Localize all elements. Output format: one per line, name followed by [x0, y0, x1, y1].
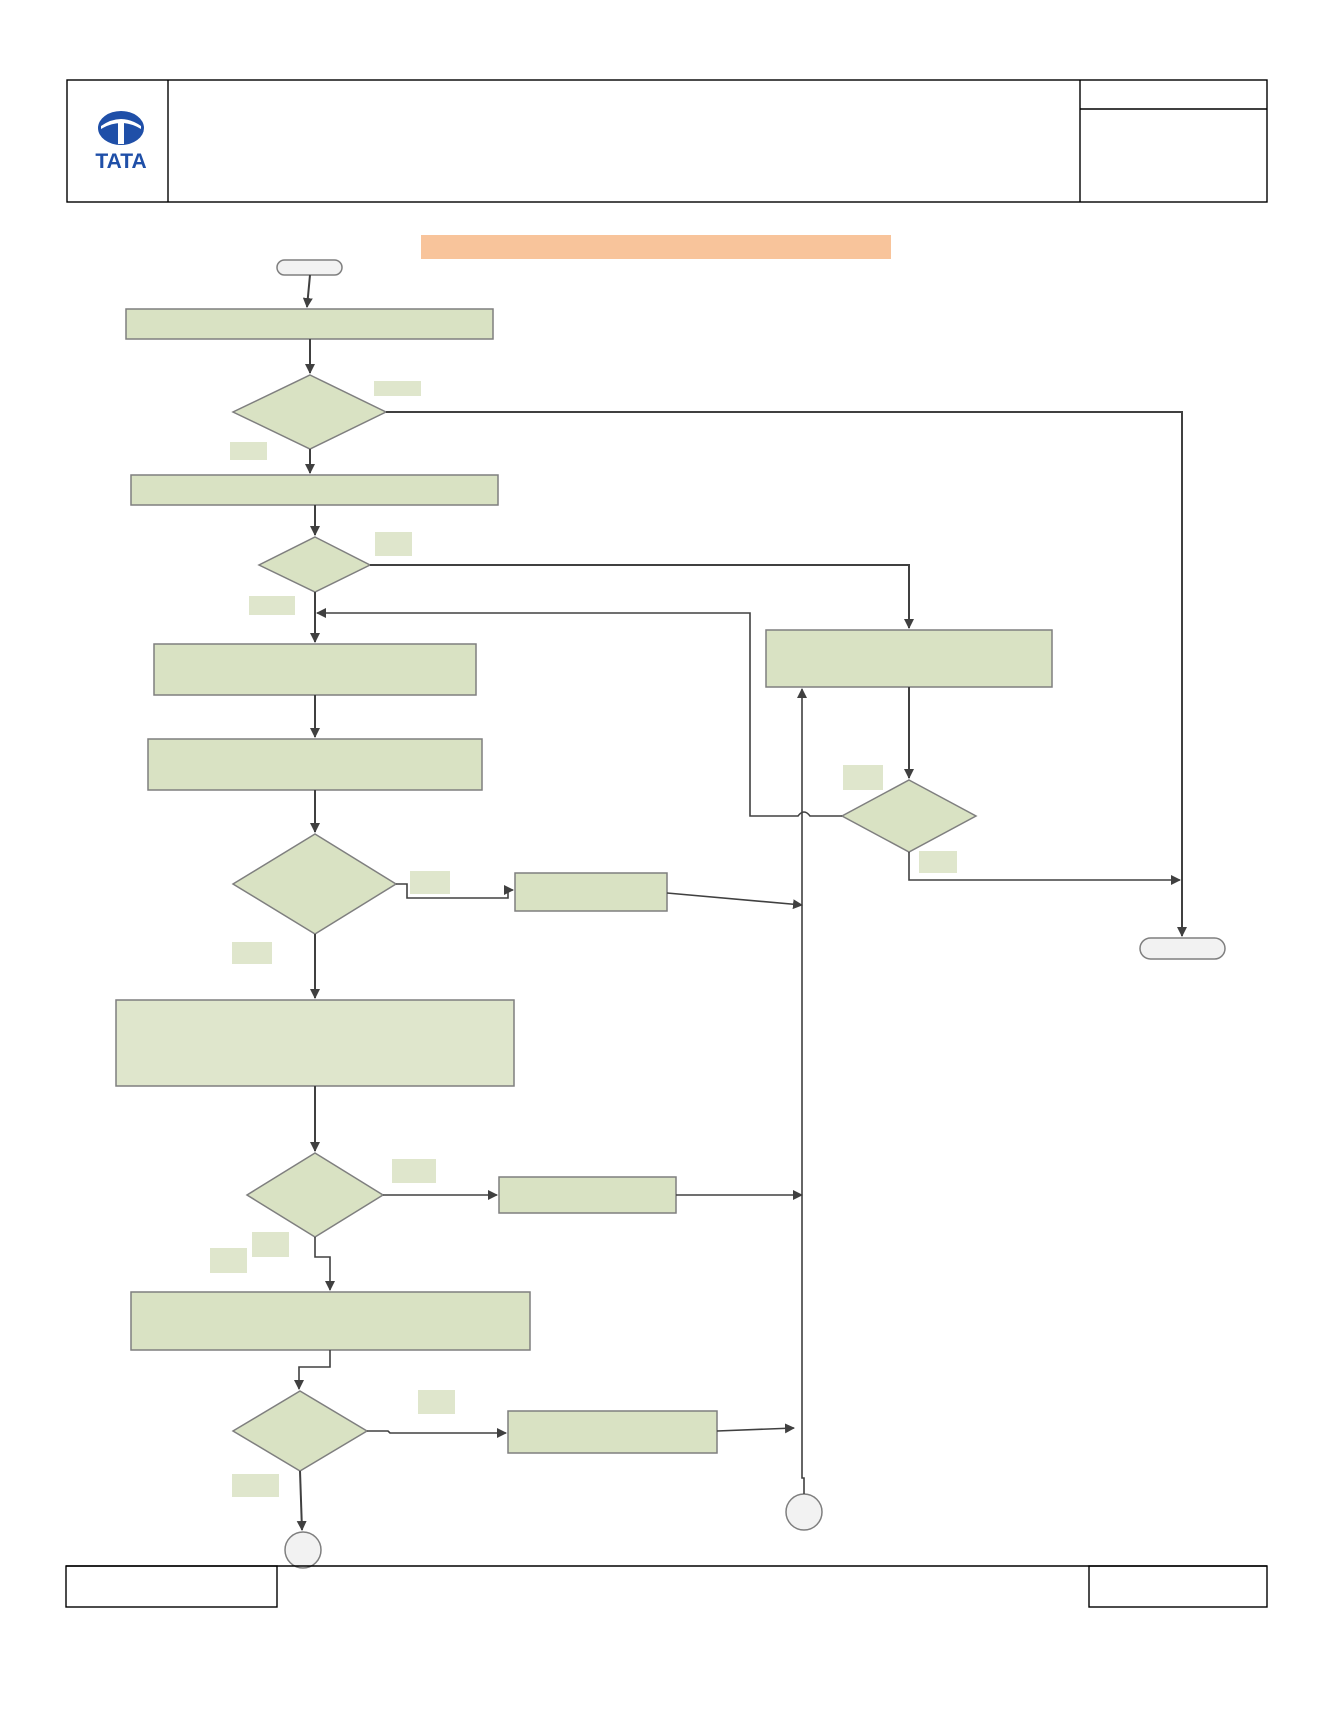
decision-5 [231, 1390, 369, 1472]
decision-5-branch-tag-right [418, 1390, 455, 1414]
arrow-right-decision-to-end [908, 852, 1181, 885]
off-page-connector-return [785, 1493, 823, 1531]
process-step-3 [153, 643, 477, 696]
side-process-3 [507, 1410, 718, 1454]
side-process-2 [498, 1176, 677, 1214]
process-step-4 [147, 738, 483, 791]
decision-5-branch-tag-down [232, 1474, 279, 1497]
arrow-side1-to-return [666, 892, 803, 910]
process-step-5 [115, 999, 515, 1087]
arrow-decision5-to-side3 [367, 1428, 507, 1438]
off-page-connector-bottom [284, 1531, 322, 1569]
flow-connectors [294, 274, 1187, 1531]
arrow-decision2-to-right-process [370, 564, 914, 629]
footer-frame [65, 1565, 1268, 1608]
decision-1-branch-tag-right [374, 381, 421, 396]
title-bar [421, 235, 891, 259]
arrow-decision4-to-step6 [314, 1237, 335, 1291]
right-process [765, 629, 1053, 688]
arrow-decision3-to-side1 [396, 883, 514, 899]
arrow-return-line-to-right-process [797, 688, 807, 1494]
decision-2-branch-tag-down [249, 596, 295, 615]
tata-logo-wordmark: TATA [95, 150, 146, 173]
decision-3-branch-tag-down [232, 942, 272, 964]
start-terminal [276, 259, 343, 276]
right-decision-branch-tag-left [843, 765, 883, 790]
arrow-decision5-to-connector [296, 1470, 307, 1531]
header-outer-border [66, 79, 1268, 203]
decision-1 [231, 374, 388, 450]
decision-4 [245, 1152, 385, 1238]
right-decision [840, 779, 978, 853]
decision-4-branch-tag-right [392, 1159, 436, 1183]
header-frame [66, 79, 1268, 203]
decision-2 [257, 536, 372, 593]
decision-1-branch-tag-down [230, 442, 267, 460]
end-terminal [1139, 937, 1226, 960]
side-process-1 [514, 872, 668, 912]
right-decision-branch-tag-down [919, 851, 957, 873]
decision-4-branch-tag-b [210, 1248, 247, 1273]
process-step-1 [125, 308, 494, 340]
arrow-step6-to-decision5 [294, 1350, 331, 1390]
footer-right-cell [1088, 1565, 1268, 1608]
footer-left-cell [65, 1565, 278, 1608]
arrow-decision1-to-end [386, 411, 1187, 937]
decision-3 [231, 833, 398, 935]
decision-4-branch-tag-a [252, 1232, 289, 1257]
decision-3-branch-tag-right [410, 871, 450, 894]
tata-logo-icon: TATA [95, 111, 147, 173]
process-step-2 [130, 474, 499, 506]
decision-2-branch-tag-right [375, 532, 412, 556]
arrow-start-to-step1 [302, 274, 313, 308]
process-step-6 [130, 1291, 531, 1351]
arrow-side3-to-return [716, 1423, 795, 1434]
